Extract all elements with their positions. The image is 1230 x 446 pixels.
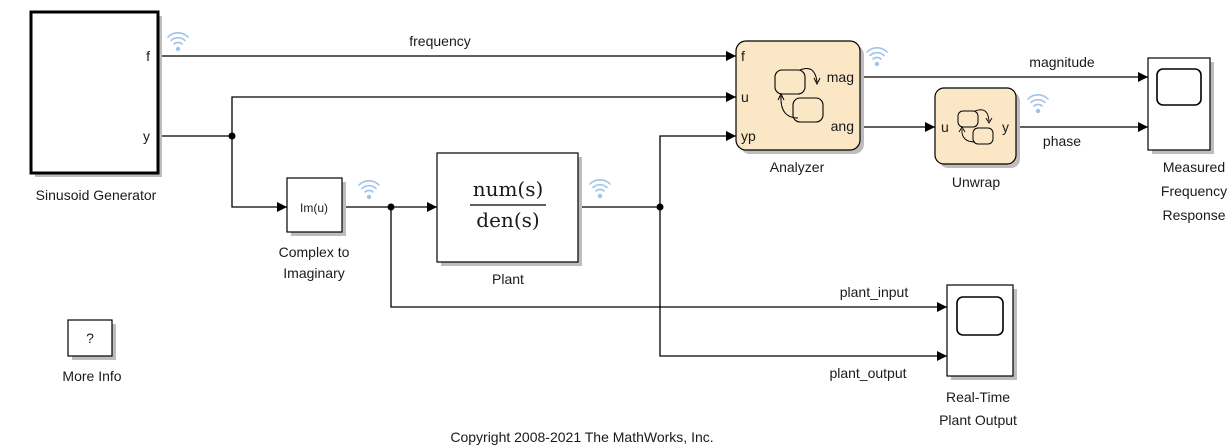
port-label-u: u	[941, 119, 949, 135]
port-label-yp: yp	[741, 128, 756, 144]
block-label-plant-output: Plant Output	[939, 412, 1017, 428]
block-label-real-time: Real-Time	[946, 389, 1010, 405]
signal-label-plant-output: plant_output	[829, 365, 906, 381]
signal-logging-icon	[866, 47, 888, 67]
block-realtime-plant-output-scope[interactable]	[946, 284, 1017, 380]
port-label-ang: ang	[831, 118, 854, 134]
signal-logging-icon	[358, 180, 380, 200]
block-measured-frequency-response-scope[interactable]	[1147, 57, 1214, 154]
block-label-imaginary: Imaginary	[283, 265, 344, 281]
block-label-plant: Plant	[492, 271, 524, 287]
block-label-response: Response	[1162, 207, 1225, 223]
branch-point	[228, 132, 236, 140]
block-label-unwrap: Unwrap	[952, 174, 1000, 190]
signal-logging-icon	[1027, 94, 1049, 114]
block-label-sinusoid-generator: Sinusoid Generator	[36, 187, 157, 203]
signal-label-magnitude: magnitude	[1029, 54, 1095, 70]
block-analyzer[interactable]: f u yp mag ang	[735, 40, 864, 154]
block-more-info[interactable]: ?	[67, 319, 116, 360]
block-label-measured: Measured	[1163, 159, 1225, 175]
stateflow-chart-icon	[957, 109, 994, 145]
transfer-fcn-denominator: den(s)	[476, 208, 539, 232]
signal-logging-icon	[589, 179, 611, 199]
transfer-fcn-numerator: num(s)	[473, 177, 544, 201]
block-complex-to-imaginary[interactable]: Im(u)	[286, 177, 346, 236]
port-label-mag: mag	[827, 69, 854, 85]
port-label-u: u	[741, 89, 749, 105]
port-label-f: f	[146, 48, 150, 64]
scope-screen-icon	[956, 296, 1004, 336]
scope-screen-icon	[1156, 68, 1202, 106]
signal-label-frequency: frequency	[409, 33, 470, 49]
copyright-notice: Copyright 2008-2021 The MathWorks, Inc.	[450, 429, 713, 445]
block-label-complex-to: Complex to	[279, 244, 350, 260]
signal-label-plant-input: plant_input	[840, 284, 909, 300]
wire-plant-to-analyzer-yp[interactable]	[659, 131, 736, 207]
signal-logging-icon	[167, 32, 189, 52]
wire-y-to-complex-imag[interactable]	[231, 136, 287, 212]
block-unwrap[interactable]: u y	[934, 87, 1020, 168]
wire-y-to-analyzer-u[interactable]	[231, 92, 736, 136]
block-label-analyzer: Analyzer	[770, 159, 825, 175]
port-label-y: y	[143, 128, 150, 144]
signal-label-phase: phase	[1043, 133, 1081, 149]
block-label-frequency: Frequency	[1161, 183, 1227, 199]
wire-plant-output[interactable]	[659, 207, 947, 361]
block-plant[interactable]: num(s) den(s)	[436, 152, 582, 266]
stateflow-chart-icon	[774, 68, 824, 123]
wire-plant-input[interactable]	[390, 207, 947, 312]
block-sinusoid-generator[interactable]: f y	[29, 10, 162, 177]
branch-point	[387, 203, 395, 211]
port-label-y: y	[1002, 119, 1009, 135]
port-label-f: f	[741, 48, 745, 64]
question-mark-icon: ?	[86, 330, 94, 346]
signal-lines	[162, 51, 1148, 361]
branch-point	[656, 203, 664, 211]
block-label-more-info: More Info	[62, 368, 121, 384]
block-icon-text-im: Im(u)	[300, 201, 328, 215]
